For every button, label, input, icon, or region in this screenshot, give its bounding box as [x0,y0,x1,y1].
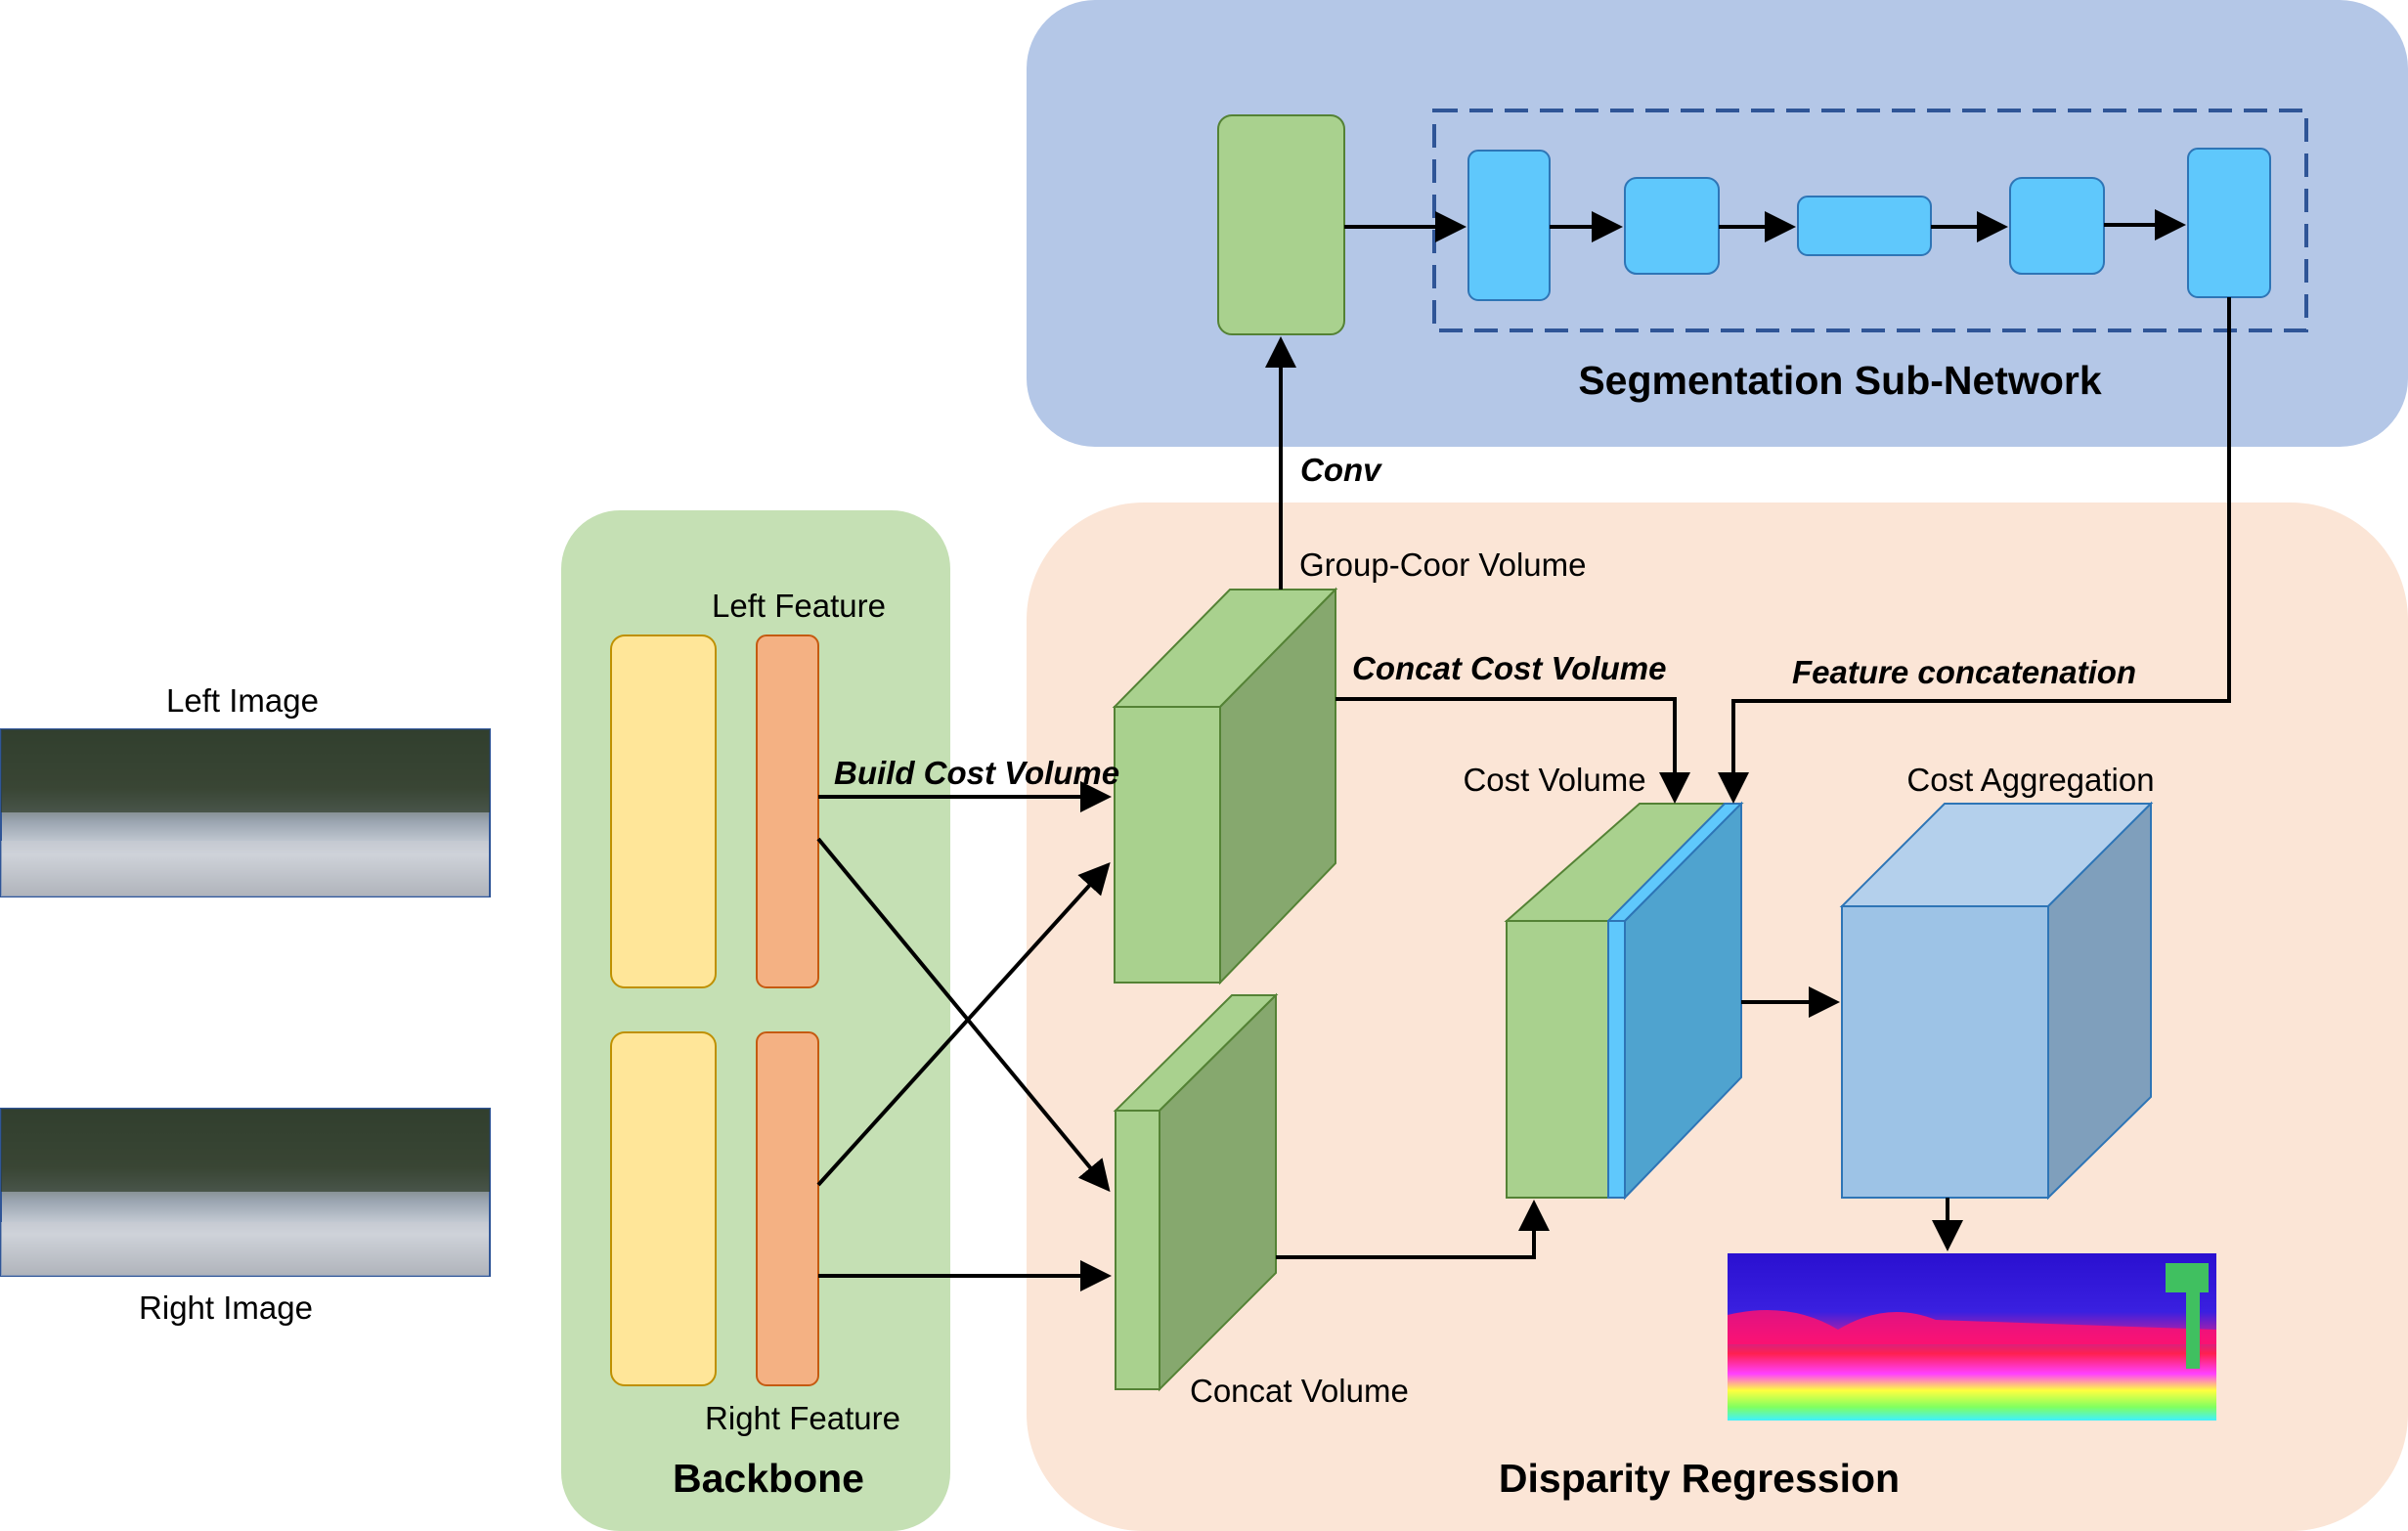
backbone-title: Backbone [673,1456,864,1501]
build-cost-volume-label: Build Cost Volume [834,755,1119,791]
feature-concatenation-label: Feature concatenation [1792,654,2136,690]
arrow-concat-cost [1335,697,1690,804]
seg-block-1 [1467,150,1551,301]
concat-volume-label: Concat Volume [1190,1373,1409,1409]
cost-aggregation-label: Cost Aggregation [1906,762,2154,798]
left-feature-label: Left Feature [712,588,886,624]
left-yellow-block [610,634,717,988]
arrow-left-to-concat [816,837,1111,1193]
segmentation-title: Segmentation Sub-Network [1578,358,2102,403]
group-coor-label: Group-Coor Volume [1299,547,1586,583]
seg-block-2 [1624,177,1720,275]
left-feature-block [756,634,819,988]
seg-dashed-frame [1432,109,2308,332]
left-image [0,728,491,897]
conv-label: Conv [1300,452,1382,488]
disparity-map [1728,1253,2216,1421]
right-image-label: Right Image [139,1290,313,1326]
concat-cost-volume-label: Concat Cost Volume [1352,650,1666,686]
seg-block-5 [2187,148,2271,298]
right-feature-block [756,1031,819,1386]
right-feature-label: Right Feature [705,1400,900,1436]
seg-block-3 [1797,196,1932,256]
cost-volume [1504,801,1744,1201]
arrow-right-to-group [816,862,1111,1187]
cost-aggregation-volume [1839,801,2154,1201]
right-image [0,1108,491,1277]
seg-conv-block [1217,114,1345,335]
cost-volume-label: Cost Volume [1463,762,1645,798]
concat-volume [1113,992,1279,1392]
arrow-concat-to-cost [1276,1200,1550,1259]
right-yellow-block [610,1031,717,1386]
disparity-title: Disparity Regression [1499,1456,1900,1501]
group-coor-volume [1112,587,1338,985]
arrow-feature-concat [1718,297,2231,804]
seg-block-4 [2009,177,2105,275]
left-image-label: Left Image [166,682,319,719]
